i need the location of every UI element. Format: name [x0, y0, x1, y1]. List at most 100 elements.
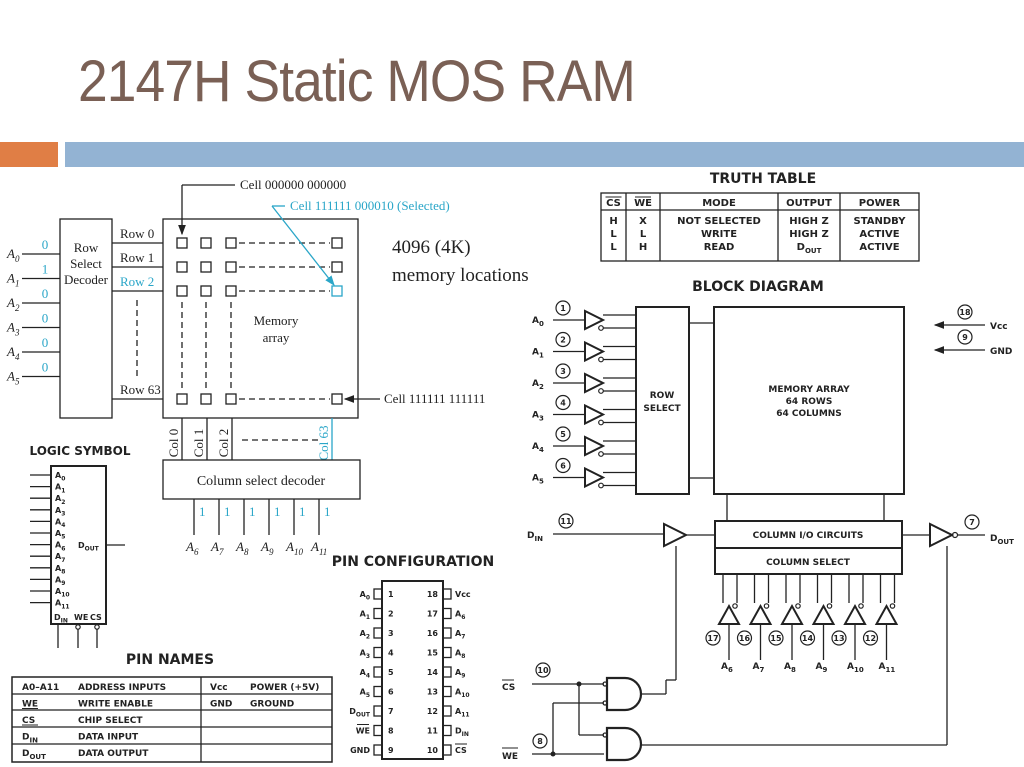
pin-number-circle [558, 513, 574, 529]
logic-input-label: A8 [55, 564, 65, 576]
truth-table-header: POWER [859, 198, 901, 209]
pin-pad [373, 627, 383, 639]
inverter-bubble [602, 681, 608, 687]
truth-table-cell: HIGH Z [789, 216, 828, 227]
memory-cell [176, 393, 188, 405]
truth-table-cell: L [640, 229, 647, 240]
pin-name: A0 [360, 590, 370, 602]
column-decoder-label: Column select decoder [197, 474, 326, 489]
truth-table-cell: WRITE [701, 229, 737, 240]
pin-number-circle [532, 733, 548, 749]
memory-cell [331, 393, 343, 405]
row-label: Row 63 [120, 382, 161, 397]
annotation-arrow-selected [271, 205, 335, 287]
pin-name: A9 [455, 668, 465, 680]
truth-table-frame [600, 192, 920, 262]
truth-table-cell: HIGH Z [789, 229, 828, 240]
pin-symbol: Vcc [210, 683, 228, 693]
memory-cell [225, 237, 237, 249]
pin-name: DOUT [349, 707, 371, 719]
buffer-icon [584, 403, 606, 426]
inverter-bubble [763, 603, 770, 609]
buffer-icon [780, 603, 804, 625]
pin-number: 3 [560, 367, 566, 376]
pin-number: 14 [802, 634, 814, 643]
pin-number: 5 [560, 430, 566, 439]
logic-input-label: A9 [55, 575, 65, 587]
pin-pad [373, 724, 383, 737]
pin-number: 15 [770, 634, 782, 643]
pin-name: A8 [455, 649, 465, 661]
truth-table-header: CS [606, 198, 621, 209]
memory-array-label: 64 COLUMNS [776, 409, 842, 419]
pin-name: A10 [455, 688, 470, 700]
row-label: Row 1 [120, 250, 154, 265]
inverter-bubble [795, 603, 801, 609]
pin-name: CS [455, 746, 467, 755]
and-gate-icon [605, 726, 643, 762]
pin-name: A7 [455, 629, 465, 641]
buffer-icon [874, 603, 899, 625]
pin-name: A4 [360, 668, 370, 680]
memory-array-label: MEMORY ARRAY [768, 385, 850, 395]
column-address-label: A8 [235, 539, 249, 557]
pin-symbol: CS [22, 716, 35, 726]
pin-number-circle [862, 630, 879, 646]
pin-configuration: PIN CONFIGURATION1A02A13A24A35A46A57DOUT… [332, 554, 494, 760]
logic-input-label: A5 [55, 529, 65, 541]
memory-array-label: 64 ROWS [786, 397, 833, 407]
pin-description: POWER (+5V) [250, 683, 319, 693]
pin-number: 4 [560, 399, 566, 408]
pin-number-circle [555, 394, 571, 411]
buffer-icon [929, 522, 955, 548]
logic-output-label: DOUT [78, 541, 100, 553]
block-diagram-title: BLOCK DIAGRAM [692, 279, 824, 295]
truth-table-cell: L [610, 229, 617, 240]
logic-input-label: A2 [55, 494, 65, 506]
memory-array-box [162, 218, 359, 419]
cs-label: CS [502, 683, 515, 693]
column-address-label: A11 [310, 539, 327, 557]
inverter-bubble [951, 531, 959, 539]
logic-input-label: A10 [55, 587, 70, 599]
column-label: Col 2 [216, 429, 231, 458]
row-select-block [635, 306, 690, 495]
row-input-label: A3 [532, 411, 544, 423]
pin-pad [442, 744, 452, 756]
truth-table-cell: STANDBY [854, 216, 907, 227]
pin-pad [373, 588, 383, 600]
memory-cell [176, 237, 188, 249]
column-bit-value: 1 [274, 504, 281, 519]
buffer-icon [748, 603, 773, 625]
pin-description: GROUND [250, 700, 294, 710]
pin-pad [442, 646, 452, 659]
pin-number: 13 [833, 634, 844, 643]
decoder-label: Select [70, 256, 102, 271]
pin-name: GND [350, 746, 370, 755]
pin-number: 7 [388, 707, 394, 716]
address-input-label: A2 [6, 295, 20, 313]
pin-number: 17 [707, 634, 718, 643]
memory-array-diagram: RowSelectDecoderA00A11A20A30A40A50Memory… [6, 177, 529, 557]
pin-names-frame [11, 676, 333, 763]
decoder-label: Row [74, 240, 99, 255]
pin-number: 12 [865, 634, 876, 643]
logic-symbol: LOGIC SYMBOLA0A1A2A3A4A5A6A7A8A9A10A11DO… [30, 444, 131, 648]
memory-cell [200, 393, 212, 405]
pin-pad [373, 646, 383, 659]
address-input-label: A5 [6, 369, 20, 387]
pin-number-circle [555, 457, 571, 474]
pin-number-circle [957, 329, 973, 345]
inverter-bubble [858, 603, 864, 609]
column-label: Col 63 [316, 425, 331, 460]
pin-name: Vcc [455, 590, 471, 599]
pin-description: CHIP SELECT [78, 716, 143, 726]
pin-number: 17 [427, 610, 438, 619]
pin-number-circle [768, 630, 784, 646]
memory-cell [225, 393, 237, 405]
column-select-decoder [162, 459, 361, 500]
pin-symbol: GND [210, 700, 232, 710]
inverter-bubble [598, 325, 604, 331]
pin-number: 8 [537, 737, 543, 746]
